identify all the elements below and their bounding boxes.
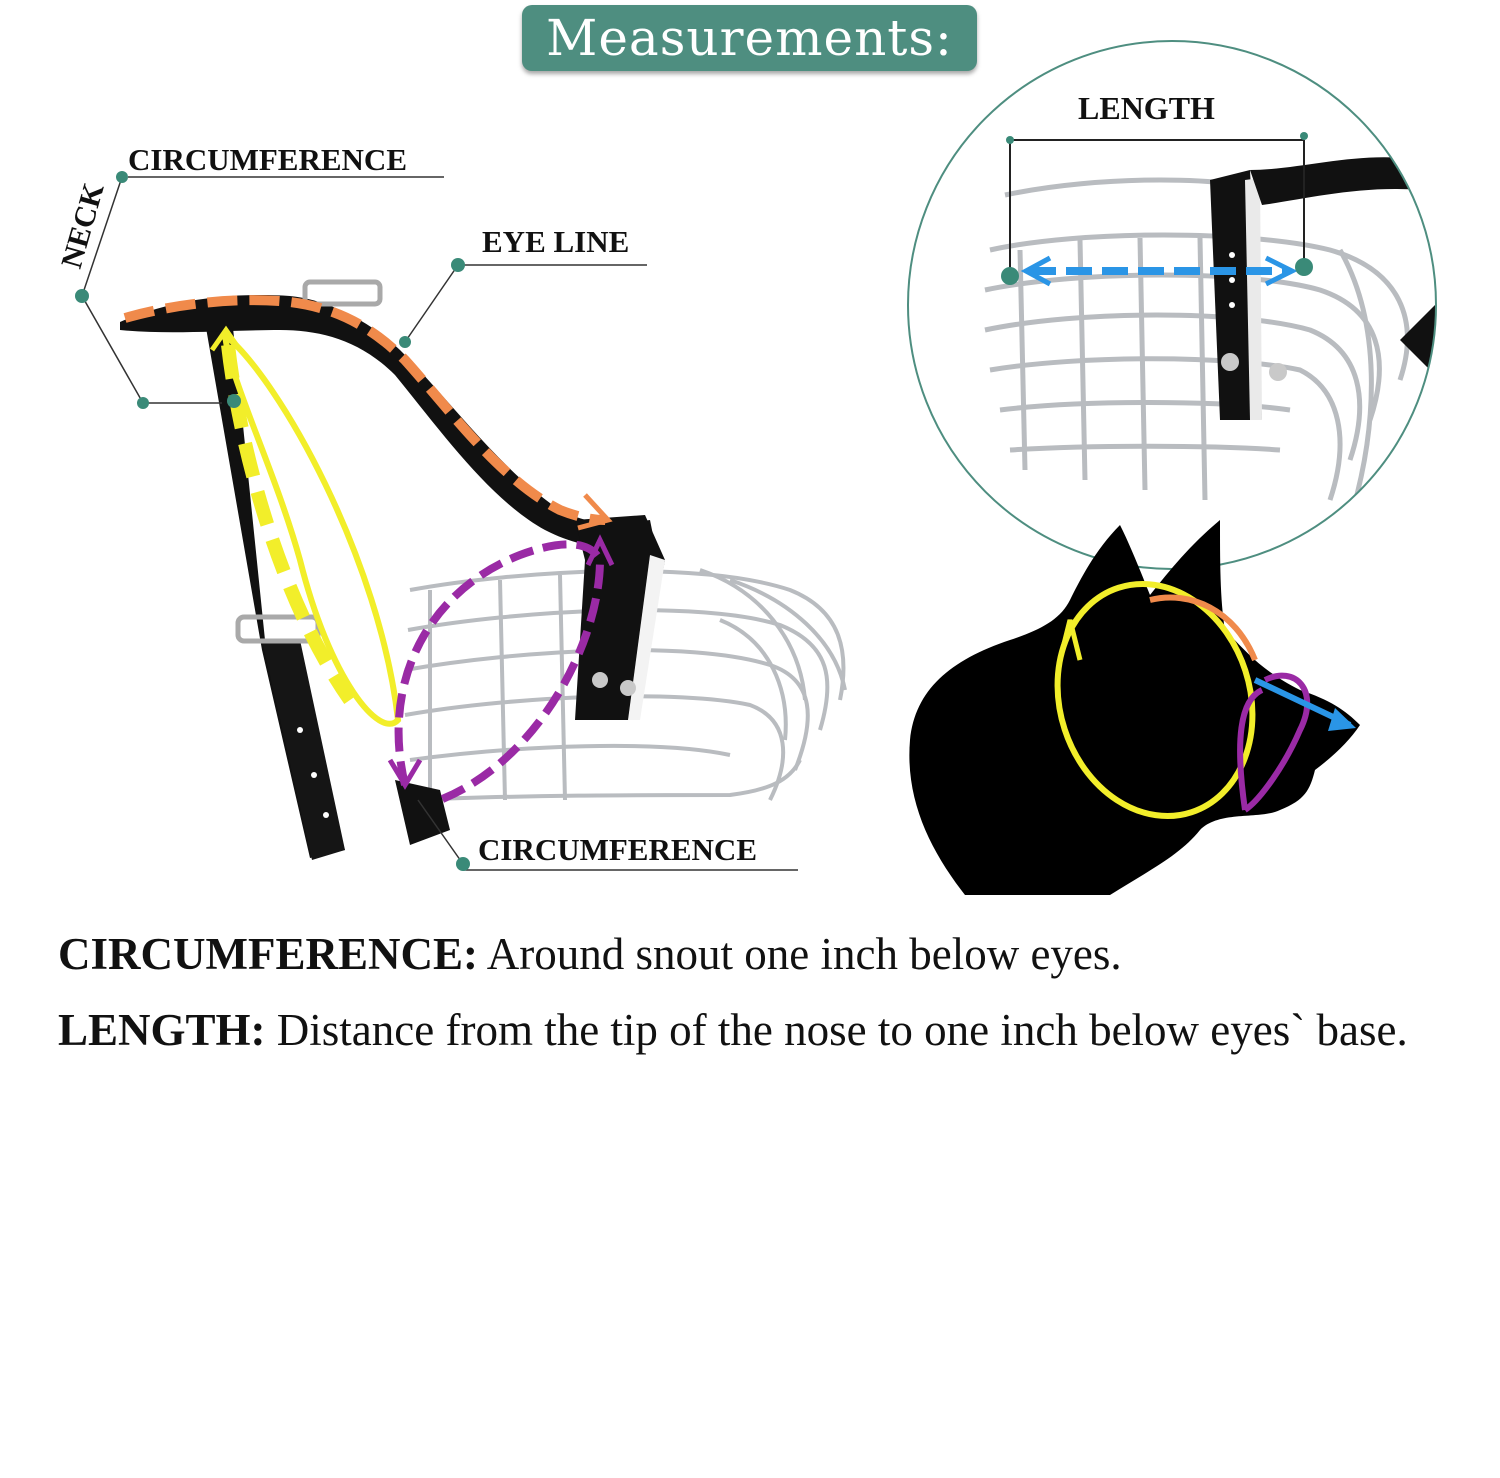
page-title: Measurements:: [522, 5, 977, 71]
callout-dot: [399, 336, 411, 348]
callout-dot: [1001, 267, 1019, 285]
wire-cage: [404, 568, 847, 802]
description-term: LENGTH:: [58, 1005, 266, 1055]
callout-dot: [456, 857, 470, 871]
circumference-bottom-label: CIRCUMFERENCE: [478, 832, 757, 867]
callout-dot: [1300, 132, 1308, 140]
muzzle-product-illustration: [120, 279, 847, 860]
length-description: LENGTH: Distance from the tip of the nos…: [58, 1004, 1408, 1056]
length-detail-circle: LENGTH: [907, 40, 1437, 570]
description-term: CIRCUMFERENCE:: [58, 929, 478, 979]
callout-dot: [1295, 258, 1313, 276]
neck-measure-ring: [1054, 580, 1256, 820]
eye-line-callout: EYE LINE: [399, 224, 647, 348]
circumference-description: CIRCUMFERENCE: Around snout one inch bel…: [58, 928, 1122, 980]
neck-strap-lower: [262, 640, 345, 860]
dog-head-silhouette: [909, 520, 1360, 895]
circumference-top-label: CIRCUMFERENCE: [128, 142, 407, 177]
callout-dot: [1006, 136, 1014, 144]
description-text: Distance from the tip of the nose to one…: [276, 1005, 1408, 1055]
eye-line-label: EYE LINE: [482, 224, 629, 259]
neck-label: NECK: [55, 179, 111, 272]
length-label: LENGTH: [1078, 90, 1215, 126]
top-buckle: [302, 279, 383, 307]
neck-circumference-callout: NECK CIRCUMFERENCE: [55, 142, 444, 409]
callout-dot: [75, 289, 89, 303]
eye-line-curve: [1149, 594, 1258, 662]
neck-circumference-curve: [222, 332, 402, 727]
description-text: Around snout one inch below eyes.: [486, 929, 1122, 979]
snout-circumference-dashes: [394, 540, 605, 804]
snout-circumference-ring: [1243, 672, 1311, 813]
callout-dot: [227, 394, 241, 408]
neck-circumference-dashes: [221, 344, 356, 705]
callout-dot: [116, 171, 128, 183]
callout-dot: [451, 258, 465, 272]
neck-buckle: [235, 614, 321, 644]
neck-strap: [205, 318, 345, 858]
snout-circumference-callout: CIRCUMFERENCE: [417, 799, 798, 871]
callout-dot: [137, 397, 149, 409]
eye-line-dashes: [123, 295, 606, 525]
